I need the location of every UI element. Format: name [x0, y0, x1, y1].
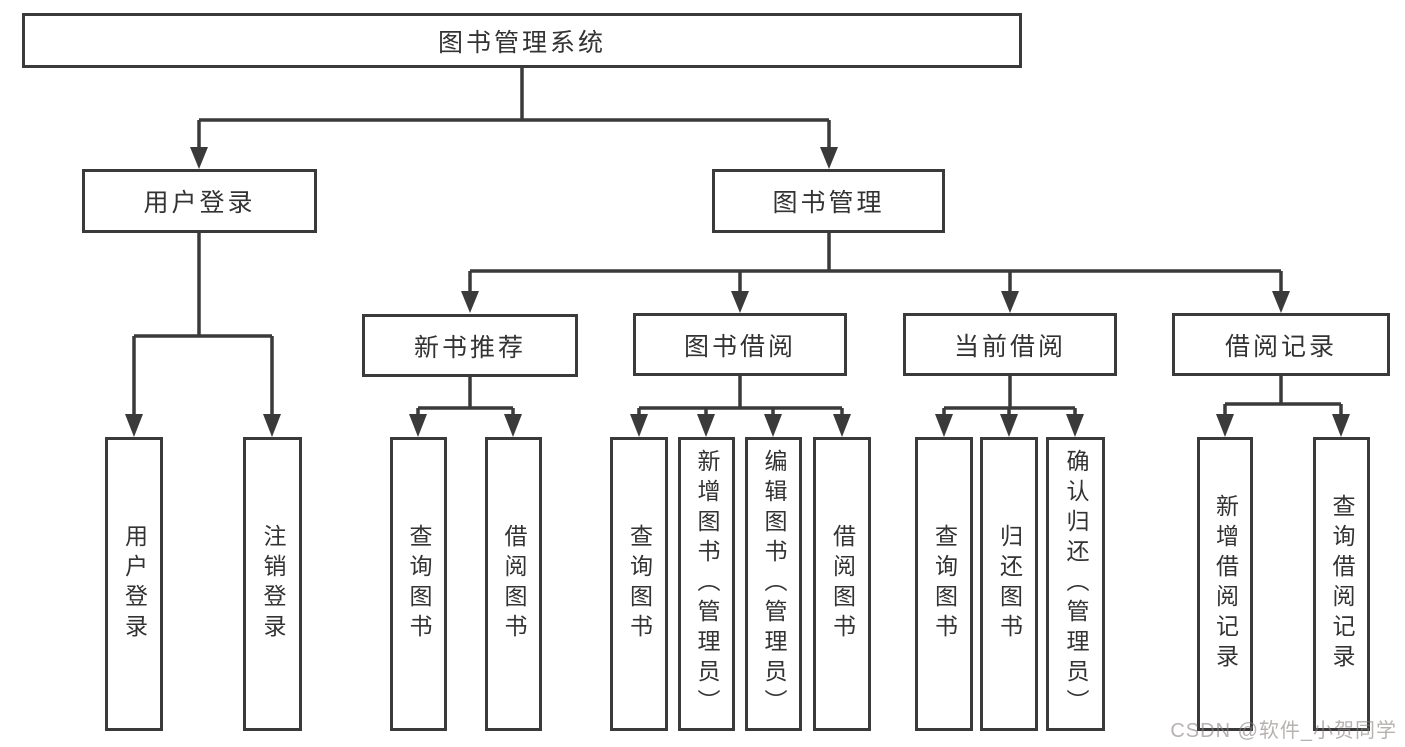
leaf-logout: 注销登录: [243, 437, 302, 731]
arrow-icon: [461, 291, 479, 313]
node-user-login: 用户登录: [82, 169, 317, 233]
arrow-icon: [504, 414, 522, 437]
leaf-current-query-books: 查询图书: [915, 437, 973, 731]
arrow-icon: [630, 414, 648, 437]
leaf-borrow-edit-books: 编辑图书（管理员）: [745, 437, 802, 731]
arrow-icon: [1066, 414, 1084, 437]
leaf-current-return-books: 归还图书: [980, 437, 1038, 731]
connector-new-book-children: [416, 377, 515, 420]
arrow-icon: [1272, 291, 1290, 313]
node-current-borrowing: 当前借阅: [903, 313, 1117, 376]
arrow-icon: [263, 414, 281, 437]
csdn-watermark: CSDN @软件_小贺同学: [1170, 720, 1397, 742]
arrow-icon: [820, 147, 838, 169]
leaf-user-login: 用户登录: [105, 437, 163, 731]
arrow-icon: [1332, 414, 1350, 437]
leaf-borrow-borrow-books: 借阅图书: [813, 437, 871, 731]
arrow-icon: [1000, 414, 1018, 437]
arrow-icon: [125, 414, 143, 437]
leaf-records-query-record: 查询借阅记录: [1313, 437, 1370, 731]
leaf-borrow-query-books: 查询图书: [610, 437, 668, 731]
leaf-newbook-borrow-books: 借阅图书: [485, 437, 542, 731]
connector-book-mgmt-children: [468, 233, 1283, 294]
arrow-icon: [409, 414, 427, 437]
arrow-icon: [1216, 414, 1234, 437]
connector-current-borrow-children: [942, 376, 1077, 420]
arrow-icon: [1001, 291, 1019, 313]
arrow-icon: [764, 414, 782, 437]
node-book-management: 图书管理: [712, 169, 945, 233]
arrow-icon: [935, 414, 953, 437]
leaf-records-add-record: 新增借阅记录: [1197, 437, 1253, 731]
node-borrowing-records: 借阅记录: [1172, 313, 1390, 376]
arrow-icon: [731, 291, 749, 313]
node-book-borrowing: 图书借阅: [633, 313, 847, 376]
arrow-icon: [697, 414, 715, 437]
arrow-icon: [190, 147, 208, 169]
connector-records-children: [1223, 376, 1343, 420]
node-new-book-recommend: 新书推荐: [362, 314, 578, 377]
connector-book-borrow-children: [637, 376, 844, 420]
node-root-system: 图书管理系统: [22, 13, 1022, 68]
connector-root-to-level2: [197, 68, 831, 150]
arrow-icon: [833, 414, 851, 437]
connector-user-login-children: [132, 231, 274, 418]
leaf-current-confirm-return: 确认归还（管理员）: [1046, 437, 1105, 731]
leaf-newbook-query-books: 查询图书: [390, 437, 447, 731]
leaf-borrow-add-books: 新增图书（管理员）: [678, 437, 735, 731]
